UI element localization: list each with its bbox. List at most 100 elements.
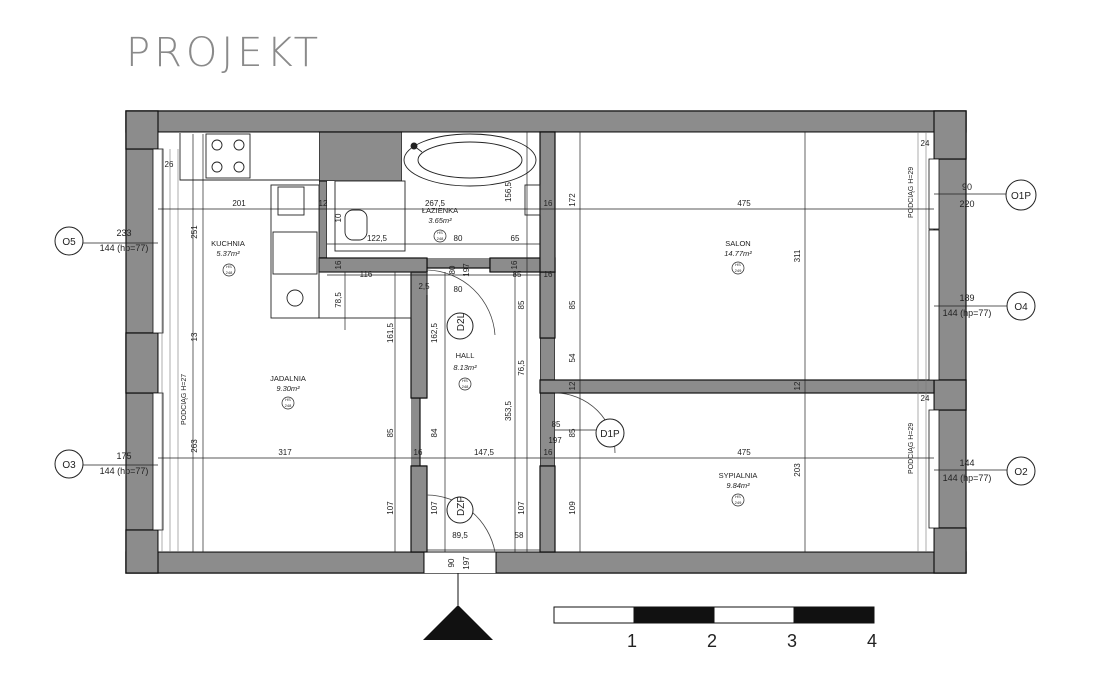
sink [272, 231, 318, 275]
bottom-wall-right [495, 551, 967, 574]
dim-12b: 12 [568, 381, 577, 390]
dim-16d: 16 [544, 448, 553, 457]
dim-85b: 85 [517, 300, 526, 309]
dim-54: 54 [568, 353, 577, 362]
window-o4 [928, 229, 940, 381]
dim-251: 251 [190, 225, 199, 239]
room-kuchnia-name: KUCHNIA [211, 239, 245, 248]
hs-kuchnia: HS [226, 264, 232, 269]
left-wall-top [125, 110, 159, 150]
dim-80b: 80 [448, 265, 457, 274]
room-jadalnia-name: JADALNIA [270, 374, 306, 383]
dim-24b: 24 [921, 394, 930, 403]
window-o5-sill: 144 (hp=77) [100, 243, 149, 253]
dim-475b: 475 [737, 448, 751, 457]
window-o3 [152, 392, 164, 531]
room-kuchnia-area: 5.37m² [216, 249, 240, 258]
window-o3-width: 175 [116, 451, 131, 461]
dim-13: 13 [190, 332, 199, 341]
dim-311: 311 [793, 249, 802, 262]
dim-1615: 161,5 [386, 322, 395, 343]
window-tag-o4: O4 [1014, 302, 1028, 313]
dim-85c: 85 [386, 428, 395, 437]
dim-58: 58 [515, 531, 524, 540]
dim-12: 12 [319, 199, 328, 208]
right-wall-mid [933, 379, 967, 411]
dim-16e: 16 [334, 260, 343, 269]
hs-hall: HS [462, 378, 468, 383]
dim-85f: 85 [568, 428, 577, 437]
dim-16a: 16 [544, 199, 553, 208]
window-o1p-width: 90 [962, 182, 972, 192]
dim-16f: 16 [510, 260, 519, 269]
window-tag-o4-circle [1006, 291, 1036, 321]
right-wall-bottom [933, 527, 967, 574]
hs-salon: HS [735, 262, 741, 267]
door-tag-d2l: D2L [456, 312, 467, 331]
podciag-left: PODCIĄG H=27 [181, 374, 188, 425]
dim-203: 203 [793, 463, 802, 477]
counter [270, 184, 320, 319]
dim-1475: 147,5 [474, 448, 495, 457]
window-o4-sill: 144 (hp=77) [943, 308, 992, 318]
dim-172: 172 [568, 193, 577, 207]
dim-1225: 122,5 [367, 234, 388, 243]
room-hall-area: 8.13m² [453, 363, 477, 372]
door-tag-d1p: D1P [600, 429, 620, 440]
scale-bar [553, 606, 875, 624]
hs-lazienka: HS [437, 230, 443, 235]
door-tag-d2l-circle [446, 312, 474, 340]
dim-10: 10 [334, 213, 343, 222]
dim-107c: 107 [517, 501, 526, 515]
door-tag-dzp: DZP [456, 496, 467, 516]
dim-65: 65 [511, 234, 520, 243]
dim-25: 2,5 [418, 282, 430, 291]
dim-24a: 24 [921, 139, 930, 148]
window-o3-sill: 144 (hp=77) [100, 466, 149, 476]
room-hall-name: HALL [456, 351, 475, 360]
scale-label-3: 3 [787, 631, 797, 651]
dim-201: 201 [232, 199, 246, 208]
dim-12c: 12 [793, 381, 802, 390]
drawing-title: PROJEKT [126, 30, 323, 76]
dim-16c: 16 [414, 448, 423, 457]
room-jadalnia-area: 9.30m² [276, 384, 300, 393]
door-tag-dzp-circle [446, 496, 474, 524]
hs-jadalnia-val: 248 [285, 403, 292, 408]
dim-1625: 162,5 [430, 322, 439, 343]
hs-hall-val: 248 [462, 384, 469, 389]
dim-317: 317 [278, 448, 292, 457]
dim-785: 78,5 [334, 292, 343, 308]
dim-895: 89,5 [452, 531, 468, 540]
hs-sypialnia-val: 249 [735, 500, 742, 505]
window-o2 [928, 409, 940, 529]
window-tag-o5-circle [54, 226, 84, 256]
left-wall-mid [125, 332, 159, 394]
stove [205, 133, 251, 179]
window-o5 [152, 148, 164, 334]
door-tag-d1p-circle [595, 418, 625, 448]
room-sypialnia-name: SYPIALNIA [719, 471, 758, 480]
dim-107b: 107 [430, 501, 439, 515]
room-sypialnia-area: 9.84m² [726, 481, 750, 490]
dim-765: 76,5 [517, 360, 526, 376]
room-lazienka-name: ŁAZIENKA [422, 206, 458, 215]
dim-116: 116 [360, 270, 373, 279]
scale-label-1: 1 [627, 631, 637, 651]
hs-salon-val: 249 [735, 268, 742, 273]
dim-16b: 16 [544, 270, 553, 279]
dim-197a: 197 [462, 263, 471, 277]
hs-lazienka-val: 248 [437, 236, 444, 241]
dim-1565: 156,5 [504, 181, 513, 202]
dim-85d: 85 [568, 300, 577, 309]
dim-197b: 197 [462, 556, 471, 570]
window-tag-o5: O5 [62, 237, 76, 248]
top-wall [125, 110, 967, 133]
scale-label-2: 2 [707, 631, 717, 651]
dim-2675: 267,5 [425, 199, 446, 208]
dim-197c: 197 [548, 436, 562, 445]
dim-80c: 80 [454, 285, 463, 294]
window-o1p-height: 220 [959, 199, 974, 209]
bottom-wall-left [125, 551, 425, 574]
